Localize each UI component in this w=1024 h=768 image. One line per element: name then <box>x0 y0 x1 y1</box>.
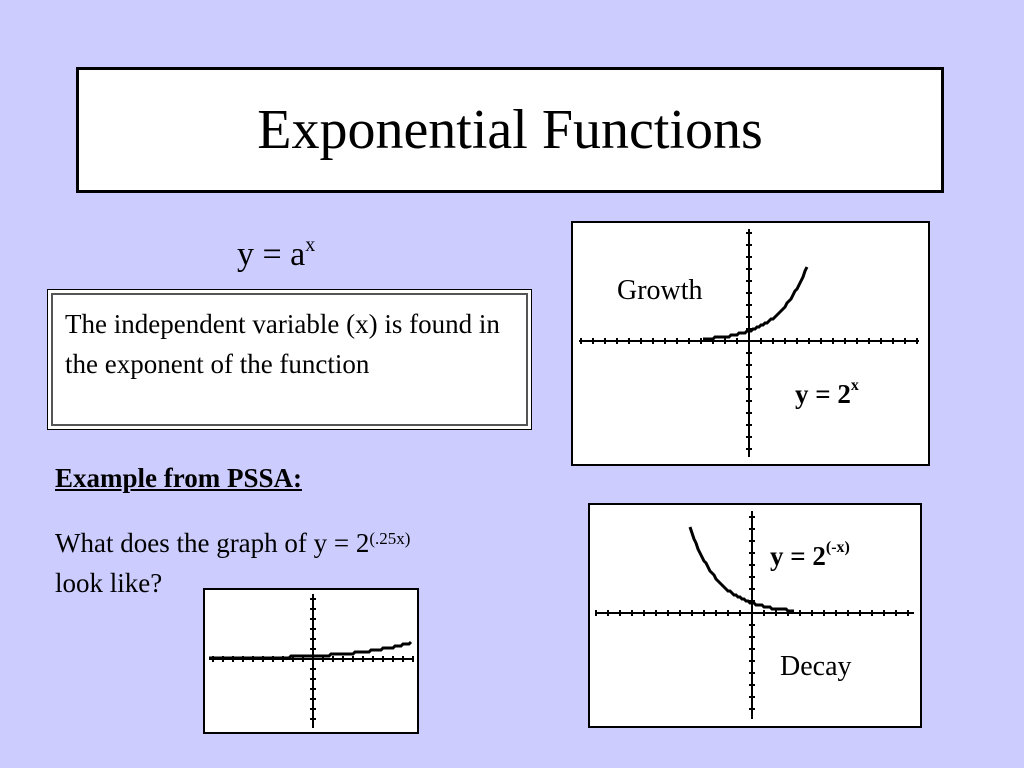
question-exponent: (.25x) <box>369 529 411 548</box>
title-box: Exponential Functions <box>76 67 944 193</box>
example-heading: Example from PSSA: <box>55 463 302 493</box>
function-curve <box>209 640 413 660</box>
growth-graph: Growth y = 2x <box>571 221 930 466</box>
growth-equation-base: y = 2 <box>795 379 851 409</box>
question-prefix: What does the graph of y = 2 <box>55 528 370 558</box>
definition-box: The independent variable (x) is found in… <box>47 289 532 430</box>
page-title: Exponential Functions <box>257 99 763 161</box>
general-formula: y = ax <box>237 234 316 274</box>
formula-base: y = a <box>237 236 306 273</box>
example-question: What does the graph of y = 2(.25x) look l… <box>55 523 525 603</box>
question-suffix: look like? <box>55 568 163 598</box>
function-curve <box>688 526 794 613</box>
decay-equation: y = 2(-x) <box>770 539 850 572</box>
example-graph <box>203 588 419 734</box>
growth-label: Growth <box>617 275 703 306</box>
growth-equation-exponent: x <box>850 377 859 394</box>
growth-graph-plot <box>579 229 919 457</box>
decay-label: Decay <box>780 651 852 682</box>
decay-equation-exponent: (-x) <box>825 539 850 556</box>
example-graph-plot <box>209 594 414 728</box>
decay-equation-base: y = 2 <box>770 541 826 571</box>
formula-exponent: x <box>305 234 316 256</box>
function-curve <box>703 266 809 341</box>
decay-graph: y = 2(-x) Decay <box>588 503 922 728</box>
growth-equation: y = 2x <box>795 377 859 410</box>
decay-graph-plot <box>595 511 914 719</box>
definition-text: The independent variable (x) is found in… <box>51 293 528 426</box>
